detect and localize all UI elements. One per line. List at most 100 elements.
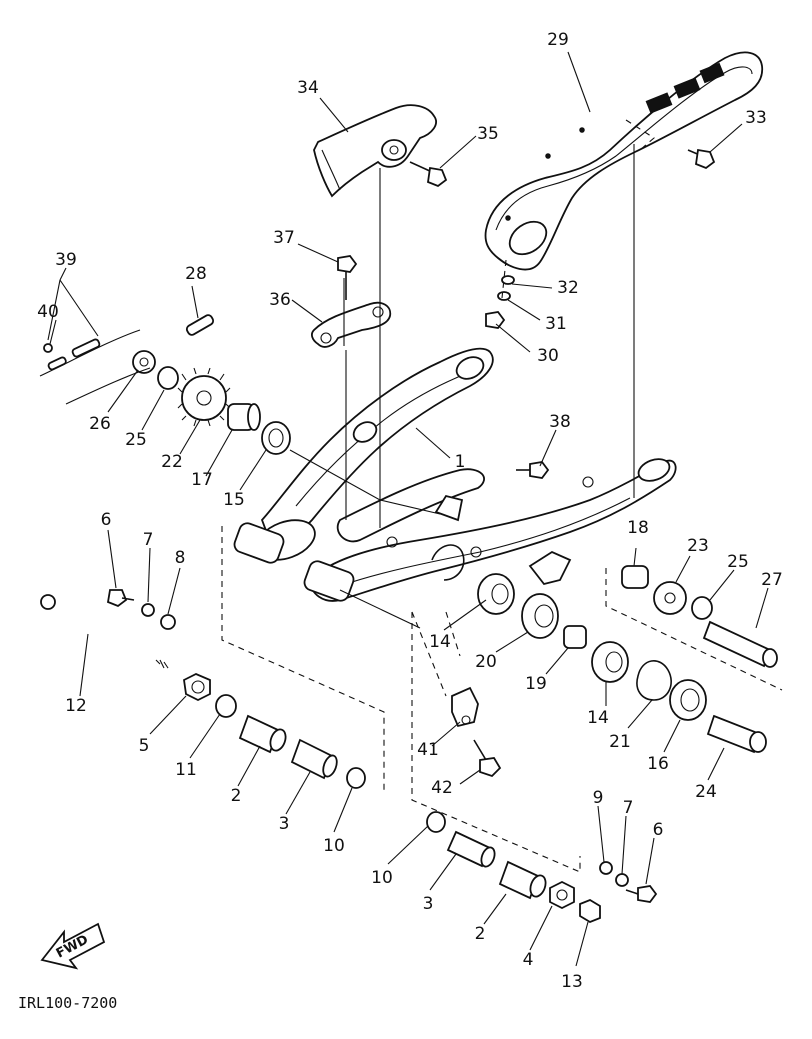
nut-5-part — [183, 673, 211, 702]
oil-seal-15-part — [261, 421, 291, 455]
bracket-36-part — [311, 301, 392, 348]
collar-20-part — [521, 593, 559, 639]
collar-17-part — [227, 403, 261, 431]
bolt-42-part — [473, 739, 502, 778]
shaft-27-part — [702, 620, 778, 668]
fwd-arrow-icon: FWD — [40, 922, 106, 970]
part-number-label: 36 — [269, 290, 291, 310]
part-number-label: 3 — [279, 814, 290, 834]
washer-31-part — [497, 291, 511, 301]
swingarm-part — [233, 347, 677, 602]
part-number-label: 10 — [371, 868, 393, 888]
bolt-30-part — [485, 311, 506, 329]
part-number-label: 20 — [475, 652, 497, 672]
cap-13-part — [579, 898, 601, 924]
bolt-38-part — [516, 461, 550, 479]
part-number-label: 35 — [477, 124, 499, 144]
shaft-24-part — [706, 714, 767, 754]
bolt-6-right-part — [625, 885, 658, 903]
part-number-label: 24 — [695, 782, 717, 802]
part-number-label: 1 — [455, 452, 466, 472]
part-number-label: 10 — [323, 836, 345, 856]
collar-3-left-part — [290, 738, 338, 780]
part-number-label: 31 — [545, 314, 567, 334]
bolt-33-part — [687, 148, 716, 170]
part-number-label: 29 — [547, 30, 569, 50]
washer-9-part — [599, 861, 613, 875]
part-number-label: 4 — [523, 950, 534, 970]
part-number-label: 2 — [231, 786, 242, 806]
leader-lines — [47, 51, 769, 967]
washer-25-left-part — [157, 366, 179, 390]
part-number-label: 25 — [727, 552, 749, 572]
washer-7-left-part — [141, 603, 155, 617]
washer-10-right-part — [426, 811, 446, 833]
part-number-label: 33 — [745, 108, 767, 128]
plate-41-part — [451, 686, 479, 728]
part-number-label: 28 — [185, 264, 207, 284]
bushing-2-left-part — [238, 714, 287, 754]
part-number-label: 18 — [627, 518, 649, 538]
sprocket-23-part — [653, 581, 687, 615]
part-number-label: 7 — [143, 530, 154, 550]
part-number-label: 14 — [429, 632, 451, 652]
part-number-label: 15 — [223, 490, 245, 510]
part-number-label: 5 — [139, 736, 150, 756]
bushing-2-right-part — [498, 860, 547, 900]
part-number-label: 39 — [55, 250, 77, 270]
part-number-label: 13 — [561, 972, 583, 992]
part-number-label: 27 — [761, 570, 783, 590]
bolt-37-part — [337, 255, 358, 300]
collar-3-right-part — [446, 830, 496, 868]
part-number-labels: 1 2 2 3 3 4 5 6 6 7 7 8 9 10 10 11 12 13… — [37, 30, 783, 992]
part-number-label: 19 — [525, 674, 547, 694]
part-number-label: 7 — [623, 798, 634, 818]
chain-guard-part — [313, 104, 437, 198]
part-number-label: 12 — [65, 696, 87, 716]
washer-7-right-part — [615, 873, 629, 887]
part-number-label: 37 — [273, 228, 295, 248]
chain-39-part — [39, 329, 151, 405]
part-number-label: 42 — [431, 778, 453, 798]
part-number-label: 17 — [191, 470, 213, 490]
bolt-6-left-part — [106, 589, 135, 608]
bearing-14-left-part — [477, 573, 515, 615]
part-number-label: 23 — [687, 536, 709, 556]
oil-seal-16-part — [669, 679, 707, 721]
part-number-label: 38 — [549, 412, 571, 432]
pin-28-part — [185, 314, 215, 336]
part-number-label: 9 — [593, 788, 604, 808]
collar-19-part — [563, 625, 587, 649]
part-number-label: 21 — [609, 732, 631, 752]
part-number-label: 3 — [423, 894, 434, 914]
sprocket-22-part — [177, 367, 231, 427]
part-number-label: 25 — [125, 430, 147, 450]
washer-11-part — [215, 694, 237, 718]
washer-8-part — [160, 614, 176, 630]
washer-10-left-part — [346, 767, 366, 789]
part-number-label: 41 — [417, 740, 439, 760]
sprocket-26-part — [132, 350, 156, 374]
bolt-35-part — [409, 161, 448, 188]
collar-18-part — [621, 565, 649, 589]
washer-25-right-part — [691, 596, 713, 620]
part-number-label: 11 — [175, 760, 197, 780]
chain-case-part — [484, 51, 764, 271]
part-number-label: 34 — [297, 78, 319, 98]
part-number-label: 6 — [653, 820, 664, 840]
part-number-label: 16 — [647, 754, 669, 774]
part-number-label: 22 — [161, 452, 183, 472]
circlip-21-part — [636, 660, 672, 701]
part-number-label: 6 — [101, 510, 112, 530]
part-number-label: 40 — [37, 302, 59, 322]
bearing-14-right-part — [591, 641, 629, 683]
pivot-shaft-12-part — [40, 594, 169, 670]
part-number-label: 14 — [587, 708, 609, 728]
diagram-code: IRL100-7200 — [18, 994, 117, 1012]
part-number-label: 32 — [557, 278, 579, 298]
part-number-label: 26 — [89, 414, 111, 434]
part-number-label: 2 — [475, 924, 486, 944]
washer-32-part — [501, 275, 515, 285]
